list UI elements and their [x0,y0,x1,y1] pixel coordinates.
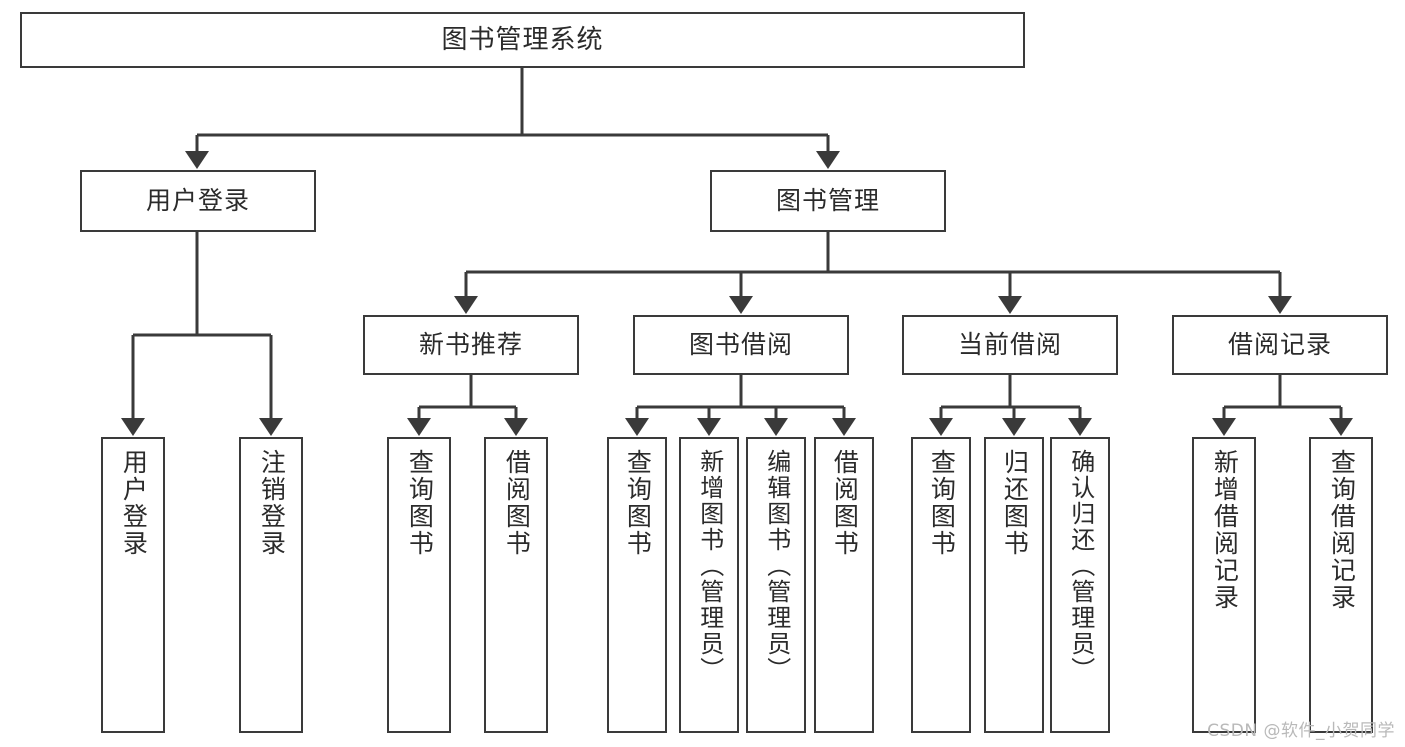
node-label: 新增借阅记录 [1210,449,1240,611]
node-label: 确认归还（管理员） [1066,449,1095,683]
node-borrow-record[interactable]: 借阅记录 [1172,315,1388,375]
leaf-query-book-borrow[interactable]: 查询图书 [607,437,667,733]
node-label: 查询图书 [405,449,435,557]
node-label: 查询借阅记录 [1327,449,1357,611]
node-label: 查询图书 [623,449,653,557]
node-user-login[interactable]: 用户登录 [80,170,316,232]
node-label: 用户登录 [119,449,149,557]
leaf-query-book-current[interactable]: 查询图书 [911,437,971,733]
node-label: 注销登录 [257,449,287,557]
node-label: 图书管理系统 [441,24,604,55]
leaf-borrow-book[interactable]: 借阅图书 [814,437,874,733]
node-root-system[interactable]: 图书管理系统 [20,12,1025,68]
leaf-add-borrow-record[interactable]: 新增借阅记录 [1192,437,1256,733]
leaf-confirm-return-admin[interactable]: 确认归还（管理员） [1050,437,1110,733]
node-label: 新书推荐 [418,330,523,360]
node-label: 新增图书（管理员） [695,449,724,683]
leaf-logout[interactable]: 注销登录 [239,437,303,733]
node-label: 用户登录 [145,186,250,216]
leaf-return-book[interactable]: 归还图书 [984,437,1044,733]
leaf-user-login[interactable]: 用户登录 [101,437,165,733]
node-new-book-recommend[interactable]: 新书推荐 [363,315,579,375]
node-label: 借阅图书 [502,449,532,557]
leaf-borrow-book-recommend[interactable]: 借阅图书 [484,437,548,733]
leaf-query-book-recommend[interactable]: 查询图书 [387,437,451,733]
node-label: 借阅记录 [1227,330,1332,360]
node-label: 图书管理 [775,186,880,216]
node-label: 编辑图书（管理员） [762,449,791,683]
node-label: 归还图书 [1000,449,1030,557]
leaf-query-borrow-record[interactable]: 查询借阅记录 [1309,437,1373,733]
node-label: 当前借阅 [957,330,1062,360]
leaf-add-book-admin[interactable]: 新增图书（管理员） [679,437,739,733]
csdn-watermark: CSDN @软件_小贺同学 [1207,721,1395,741]
leaf-edit-book-admin[interactable]: 编辑图书（管理员） [746,437,806,733]
node-current-borrow[interactable]: 当前借阅 [902,315,1118,375]
node-label: 借阅图书 [830,449,860,557]
node-label: 图书借阅 [688,330,793,360]
node-book-management[interactable]: 图书管理 [710,170,946,232]
node-label: 查询图书 [927,449,957,557]
node-book-borrow[interactable]: 图书借阅 [633,315,849,375]
